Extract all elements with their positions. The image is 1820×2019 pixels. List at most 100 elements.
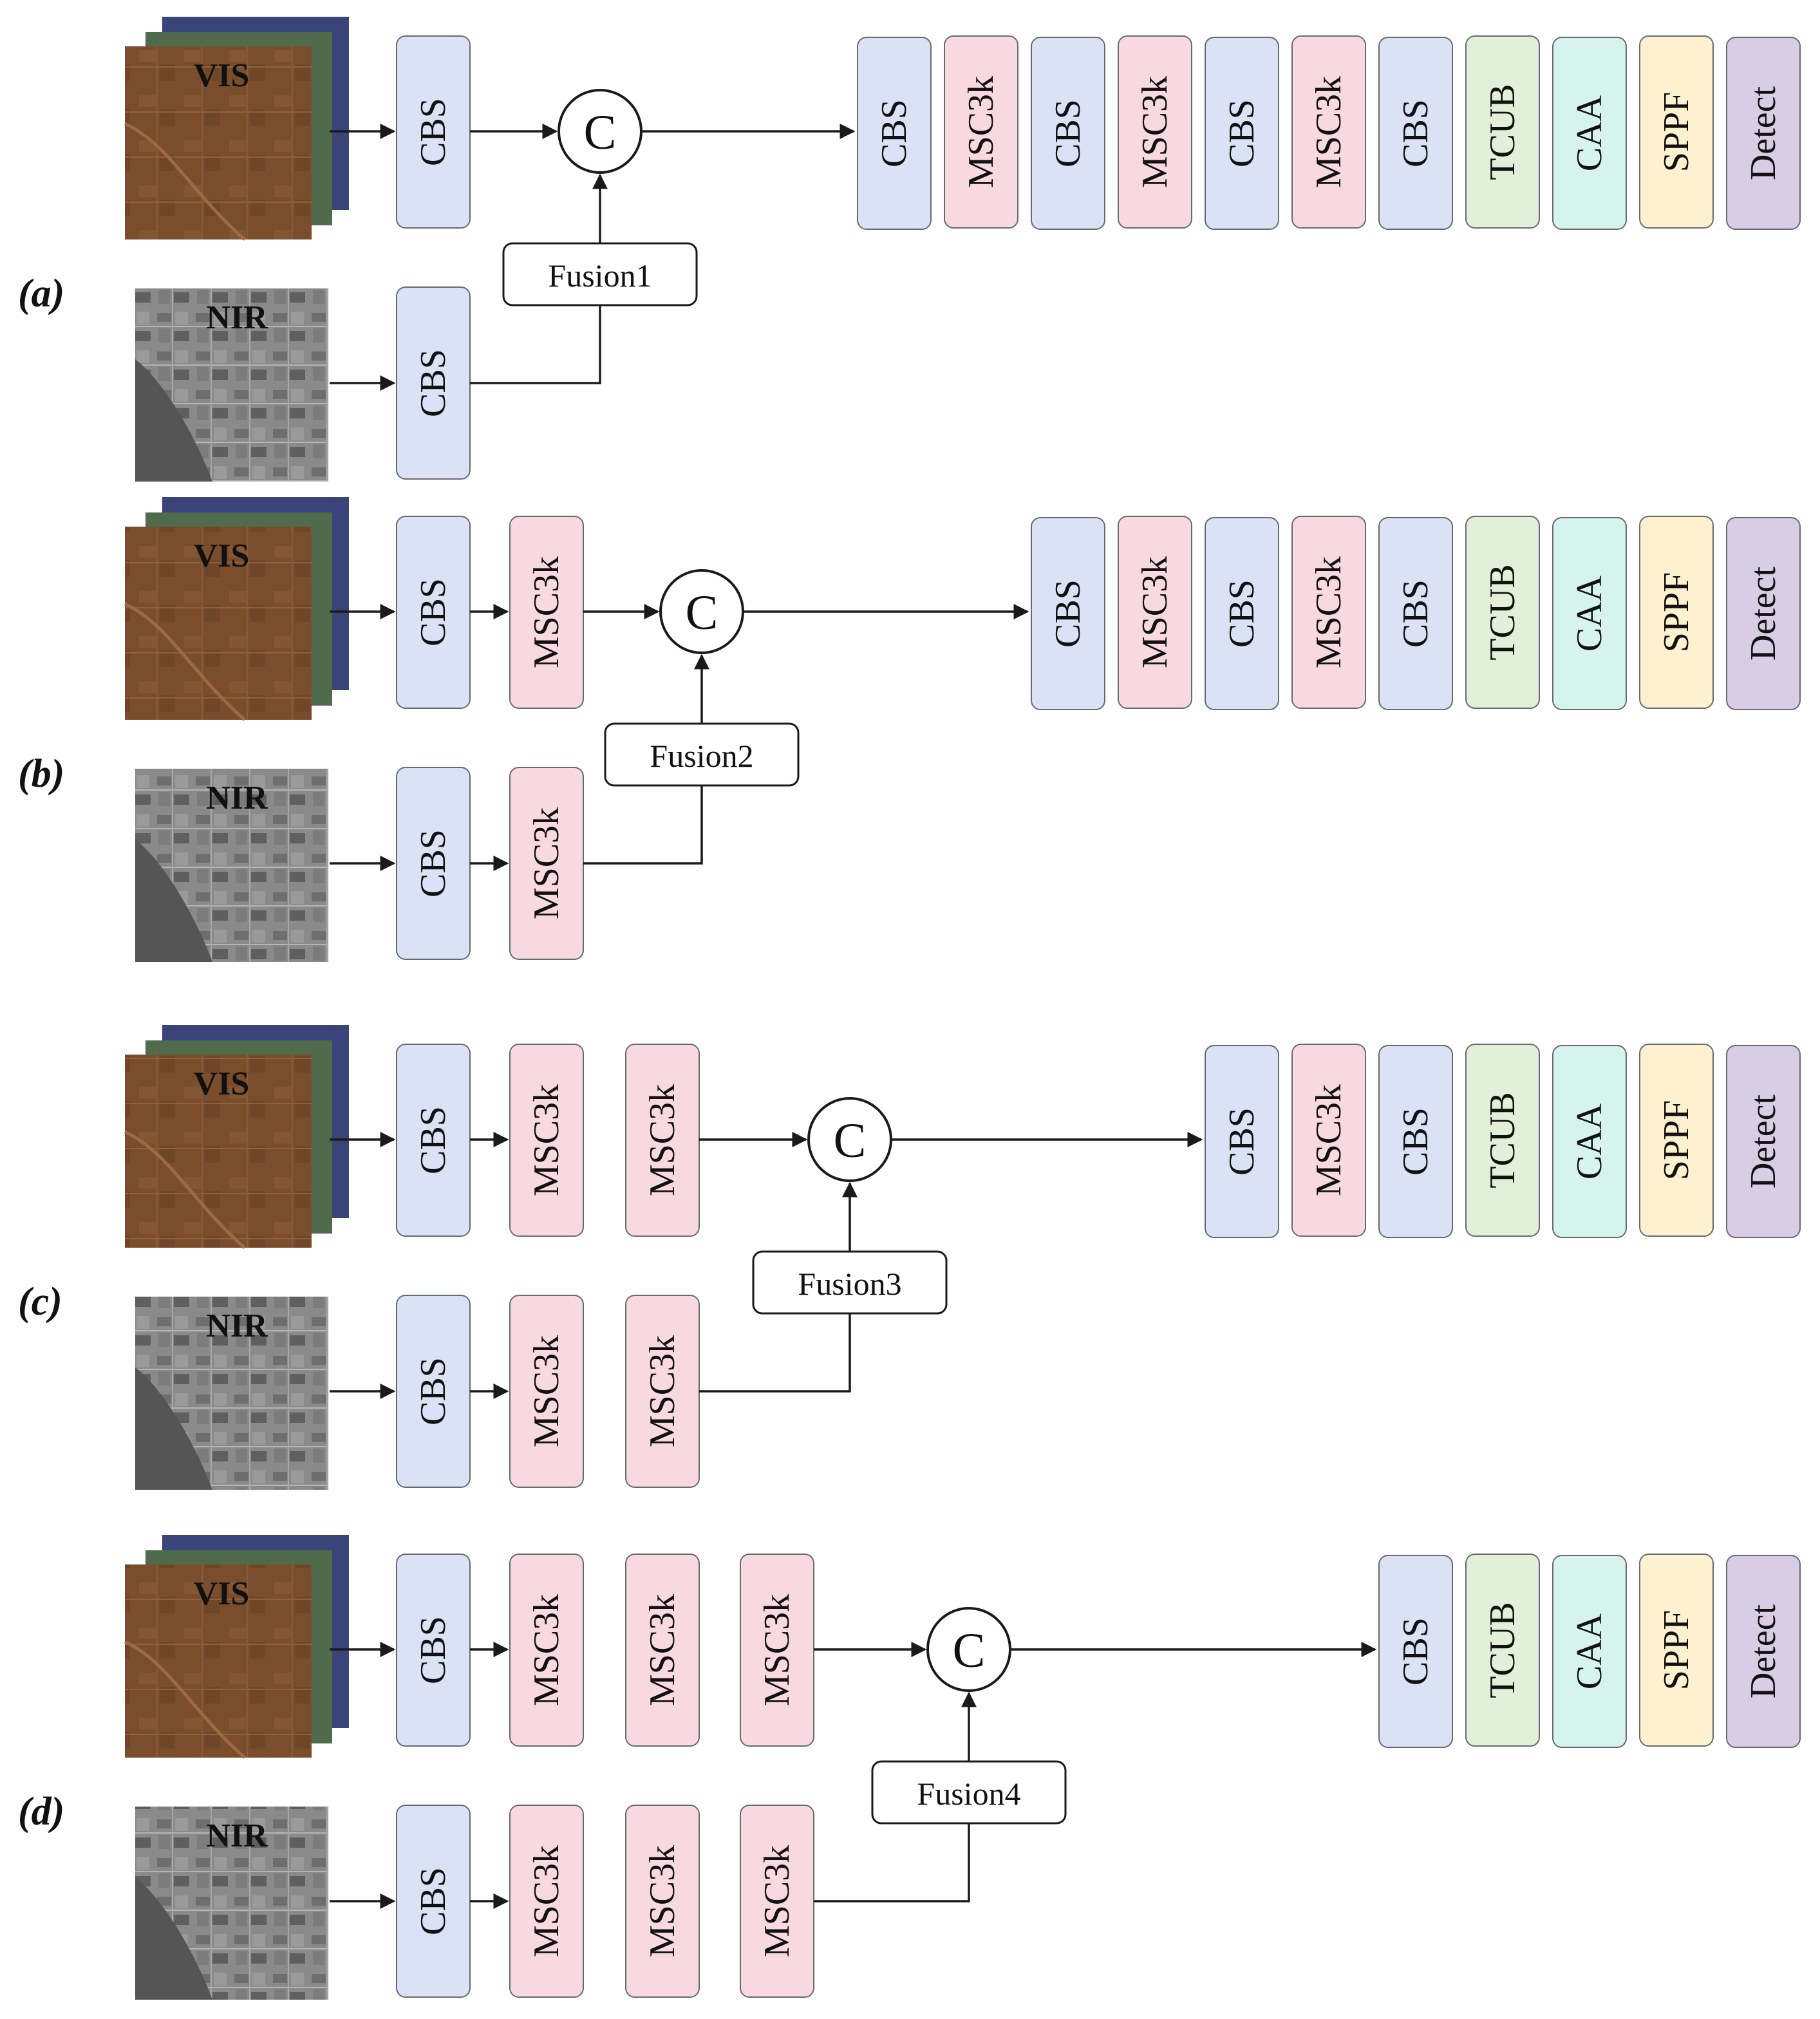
panel-b-tail-tcub-5-label: TCUB [1483, 564, 1523, 660]
panel-b-nir-image-water [135, 840, 212, 962]
panel-a-fusion-label: Fusion1 [548, 258, 652, 294]
panel-b-vis-image-label: VIS [194, 538, 250, 574]
panel-d-vis-msc3k-1-box [509, 1554, 584, 1747]
panel-d-label: (d) [18, 1790, 64, 1834]
panel-a-tail-cbs-0-box [857, 37, 932, 230]
panel-c-tail-detect-6-box [1726, 1045, 1801, 1238]
panel-c-nir-image-water [135, 1367, 212, 1490]
panel-d-nir-msc3k-3: MSC3k [740, 1805, 814, 1998]
panel-a-tail-msc3k-5-label: MSC3k [1309, 76, 1349, 188]
panel-b-vis-msc3k-1: MSC3k [509, 516, 584, 709]
panel-a-tail-cbs-4-label: CBS [1222, 99, 1262, 167]
panel-c-vis-cbs-0: CBS [396, 1044, 471, 1237]
panel-c-fusion-module: Fusion3 [752, 1250, 948, 1315]
panel-a-tail-caa-8-label: CAA [1570, 95, 1609, 171]
panel-b-nir-msc3k-1: MSC3k [509, 767, 584, 960]
panel-b-tail-caa-6-box [1552, 517, 1627, 710]
panel-c-concat-label: C [834, 1114, 867, 1168]
panel-d-vis-msc3k-2-label: MSC3k [643, 1594, 682, 1706]
panel-a-tail-msc3k-1: MSC3k [944, 35, 1018, 229]
panel-a-tail-msc3k-3-label: MSC3k [1135, 76, 1175, 188]
panel-c-nir-msc3k-2-label: MSC3k [643, 1335, 682, 1447]
panel-b-nir-to-fusion [583, 785, 703, 865]
panel-b-tail-msc3k-1-box [1118, 516, 1192, 709]
panel-d-vis-image: VIS [124, 1535, 349, 1759]
panel-d-vis-cbs-0-label: CBS [413, 1616, 453, 1684]
panel-a-nir-image-label: NIR [206, 299, 268, 336]
panel-d-tail-sppf-3-box [1639, 1554, 1714, 1747]
panel-a-tail-sppf-9-box [1639, 35, 1714, 229]
panel-b-tail-tcub-5: TCUB [1465, 516, 1540, 709]
panel-d-nir-image: NIR [135, 1807, 328, 2000]
panel-c-tail-cbs-0-label: CBS [1222, 1107, 1262, 1176]
panel-c-nir-image-label: NIR [206, 1308, 268, 1344]
panel-d-vis-image-road [124, 1640, 246, 1759]
panel-c-tail-caa-4-label: CAA [1570, 1103, 1609, 1179]
panel-c-vis-image: VIS [124, 1025, 349, 1249]
panel-d-tail-tcub-1: TCUB [1465, 1554, 1540, 1747]
panel-d-tail-tcub-1-box [1465, 1554, 1540, 1747]
panel-d-nir-msc3k-1: MSC3k [509, 1805, 584, 1998]
panel-b-nir-cbs-0: CBS [396, 767, 471, 960]
panel-c-tail-sppf-5: SPPF [1639, 1044, 1714, 1237]
panel-b-tail-cbs-2: CBS [1205, 517, 1279, 710]
panel-a-tail-tcub-7-box [1465, 35, 1540, 229]
panel-b-tail-detect-8-box [1726, 517, 1801, 710]
panel-b-tail-msc3k-1-label: MSC3k [1135, 556, 1175, 668]
panel-a-tail-tcub-7: TCUB [1465, 35, 1540, 229]
panel-a-tail-msc3k-1-box [944, 35, 1018, 229]
panel-c-vis-image-road [124, 1130, 246, 1249]
panel-b-tail-cbs-2-label: CBS [1222, 579, 1262, 648]
panel-b-tail-sppf-7: SPPF [1639, 516, 1714, 709]
panel-b-tail-cbs-2-box [1205, 517, 1279, 710]
panel-b-tail-caa-6: CAA [1552, 517, 1627, 710]
panel-b-tail-caa-6-label: CAA [1570, 575, 1609, 652]
panel-b-tail-cbs-4: CBS [1378, 517, 1453, 710]
panel-d-nir-msc3k-1-box [509, 1805, 584, 1998]
panel-b-concat-label: C [686, 586, 718, 640]
panel-b-fusion-module: Fusion2 [604, 722, 800, 787]
panel-b-vis-image: VIS [124, 497, 349, 721]
panel-c-tail-tcub-3-label: TCUB [1483, 1092, 1523, 1188]
panel-d-tail-detect-4: Detect [1726, 1555, 1801, 1748]
panel-d-tail-caa-2-label: CAA [1570, 1613, 1609, 1689]
panel-d-tail-caa-2-box [1552, 1555, 1627, 1748]
panel-a-tail-cbs-2-label: CBS [1048, 99, 1088, 167]
panel-b-tail-cbs-4-box [1378, 517, 1453, 710]
panel-b-vis-msc3k-1-label: MSC3k [527, 556, 567, 668]
panel-c-tail-cbs-0: CBS [1205, 1045, 1279, 1238]
panel-d-nir-image-water [135, 1877, 212, 2000]
panel-a-tail-msc3k-3-box [1118, 35, 1192, 229]
panel-b-vis-cbs-0-label: CBS [413, 578, 453, 646]
panel-c-vis-msc3k-1-label: MSC3k [527, 1084, 567, 1196]
panel-c-tail-cbs-2-box [1378, 1045, 1453, 1238]
panel-d-tail-tcub-1-label: TCUB [1483, 1602, 1523, 1698]
panel-b-tail-sppf-7-label: SPPF [1656, 572, 1696, 653]
panel-a-tail-cbs-2-box [1031, 37, 1105, 230]
panel-a-concat-label: C [584, 106, 617, 160]
panel-c-tail-tcub-3: TCUB [1465, 1044, 1540, 1237]
panel-b-fusion-label: Fusion2 [650, 738, 753, 774]
panel-d-nir-cbs-0-label: CBS [413, 1867, 453, 1935]
panel-c-nir-msc3k-1-box [509, 1295, 584, 1488]
panel-a-tail-msc3k-1-label: MSC3k [961, 76, 1001, 188]
panel-c-fusion-label: Fusion3 [798, 1266, 901, 1302]
panel-d-concat-label: C [953, 1624, 986, 1678]
panel-c-vis-msc3k-2: MSC3k [625, 1044, 700, 1237]
panel-a-tail-detect-10-box [1726, 37, 1801, 230]
panel-d-nir-msc3k-2-box [625, 1805, 700, 1998]
panel-a-nir-image-water [135, 359, 212, 482]
panel-d-tail-sppf-3-label: SPPF [1656, 1610, 1696, 1691]
panel-a-vis-cbs-0-label: CBS [413, 98, 453, 166]
panel-c-vis-cbs-0-label: CBS [413, 1106, 453, 1174]
panel-b-tail-msc3k-3: MSC3k [1291, 516, 1366, 709]
panel-b-nir-image: NIR [135, 769, 328, 962]
panel-d-vis-msc3k-1-label: MSC3k [527, 1594, 567, 1706]
panel-d-tail-cbs-0-label: CBS [1396, 1617, 1436, 1686]
panel-d-vis-msc3k-1: MSC3k [509, 1554, 584, 1747]
panel-a-tail-msc3k-3: MSC3k [1118, 35, 1192, 229]
panel-c-tail-sppf-5-box [1639, 1044, 1714, 1237]
panel-c-tail-msc3k-1-label: MSC3k [1309, 1084, 1349, 1196]
panel-d-tail-detect-4-label: Detect [1743, 1604, 1783, 1698]
